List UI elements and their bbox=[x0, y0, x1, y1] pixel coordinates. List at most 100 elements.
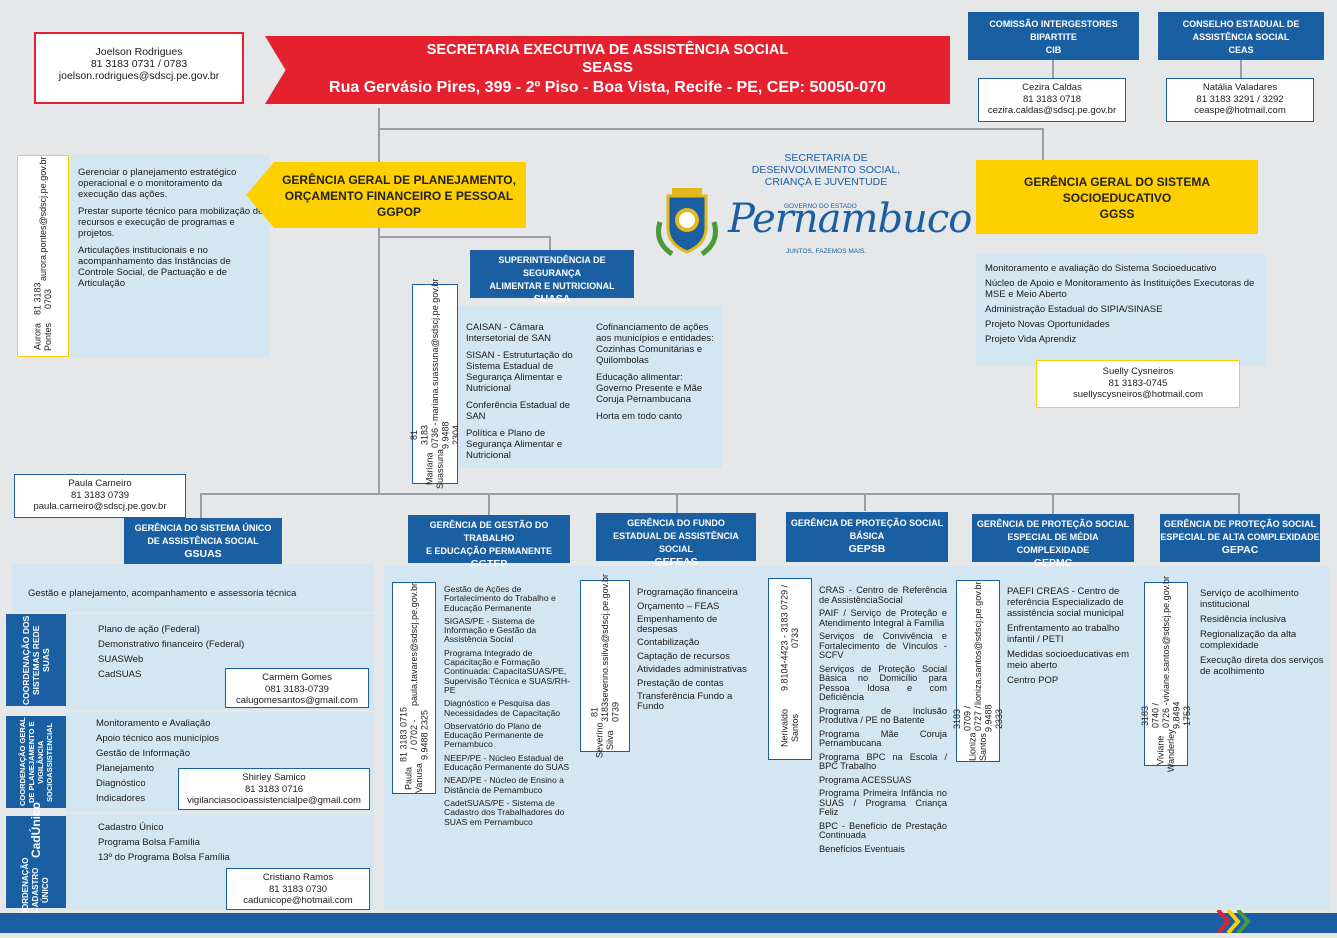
gsuas-summary: Gestão e planejamento, acompanhamento e … bbox=[28, 588, 297, 599]
gepmc-line-1: GERÊNCIA DE PROTEÇÃO SOCIAL bbox=[976, 519, 1130, 529]
contact-phone: 081 3183-0739 bbox=[265, 683, 329, 695]
contact-phone: 81 3183-0745 bbox=[1108, 377, 1168, 389]
seass-header-box: SECRETARIA EXECUTIVA DE ASSISTÊNCIA SOCI… bbox=[265, 36, 950, 104]
gepmc-contact-card: Lioniza Santos 3183 0709 / 0727 / 9.9488… bbox=[952, 580, 1004, 762]
gepmc-item: PAEFI CREAS - Centro de referência Espec… bbox=[1007, 586, 1124, 619]
ceas-abbr: CEAS bbox=[1228, 45, 1254, 55]
gepsb-item: Programa de Inclusão Produtiva / PE no B… bbox=[819, 705, 947, 725]
cib-contact-card: Cezira Caldas 81 3183 0718 cezira.caldas… bbox=[978, 78, 1126, 122]
seass-abbr: SEASS bbox=[582, 59, 633, 76]
suasa-abbr: SUASA bbox=[533, 293, 571, 305]
gepac-item: Serviço de acolhimento institucional bbox=[1200, 588, 1299, 610]
contact-email: viviane.santos@sdscj.pe.gov.br bbox=[1160, 575, 1171, 702]
ggss-box: GERÊNCIA GERAL DO SISTEMA SOCIOEDUCATIVO… bbox=[976, 160, 1258, 234]
gepac-box: GERÊNCIA DE PROTEÇÃO SOCIAL ESPECIAL DE … bbox=[1160, 514, 1320, 562]
contact-phone: 81 3183 0736 - 9.9488 2304 bbox=[408, 421, 461, 450]
gefeas-line-1: GERÊNCIA DO FUNDO bbox=[627, 518, 725, 528]
gsuas-coord-3-label: COORDENAÇÃO CADASTRO ÚNICO CadÚnico bbox=[6, 802, 66, 922]
ceas-title-2: ASSISTÊNCIA SOCIAL bbox=[1192, 32, 1290, 42]
gepac-abbr: GEPAC bbox=[1221, 544, 1259, 556]
gepsb-item: CRAS - Centro de Referência de Assistênc… bbox=[819, 585, 947, 605]
gefeas-box: GERÊNCIA DO FUNDO ESTADUAL DE ASSISTÊNCI… bbox=[596, 513, 756, 568]
gepac-contact-card: Viviane Wanderley 3183 0740 / 0726 - 9.8… bbox=[1140, 576, 1192, 772]
contact-email: severino.ssilva@sdscj.pe.gov.br bbox=[599, 574, 610, 703]
seass-contact-card: Joelson Rodrigues 81 3183 0731 / 0783 jo… bbox=[34, 32, 244, 104]
connector-suasa bbox=[378, 236, 550, 238]
suasa-item: SISAN - Estruturtação do Sistema Estadua… bbox=[466, 350, 573, 394]
gepsb-box: GERÊNCIA DE PROTEÇÃO SOCIAL BÁSICA GEPSB bbox=[786, 512, 948, 562]
coord-item: SUASWeb bbox=[98, 654, 144, 665]
gepsb-line-2: BÁSICA bbox=[849, 531, 885, 541]
contact-email: ceaspe@hotmail.com bbox=[1194, 105, 1286, 116]
gepac-line-2: ESPECIAL DE ALTA COMPLEXIDADE bbox=[1160, 532, 1320, 542]
contact-email: paula.carneiro@sdscj.pe.gov.br bbox=[33, 501, 167, 512]
gepsb-item: Serviços de Convivência e Fortalecimento… bbox=[819, 631, 947, 660]
connector-drop-gepsb bbox=[864, 493, 866, 511]
connector-ceas bbox=[1240, 60, 1242, 78]
gsuas-coord-1-contact: Carmem Gomes 081 3183-0739 calugomesanto… bbox=[225, 668, 369, 708]
contact-email: mariana.suassuna@sdscj.pe.gov.br bbox=[429, 278, 440, 422]
secretaria-logo-text: SECRETARIA DE DESENVOLVIMENTO SOCIAL, CR… bbox=[740, 152, 912, 188]
ggtep-box: GERÊNCIA DE GESTÃO DO TRABALHO E EDUCAÇÃ… bbox=[408, 515, 570, 570]
ggtep-contact-card: Paula Vanusa 81 3183 0715 / 0702 - 9.948… bbox=[392, 582, 436, 794]
contact-email: joelson.rodrigues@sdscj.pe.gov.br bbox=[58, 70, 220, 82]
ggpop-box: GERÊNCIA GERAL DE PLANEJAMENTO, ORÇAMENT… bbox=[246, 162, 526, 228]
contact-email: suellyscysneiros@hotmail.com bbox=[1072, 389, 1204, 400]
ggss-item: Monitoramento e avaliação do Sistema Soc… bbox=[985, 263, 1217, 274]
ggpop-panel: Gerenciar o planejamento estratégico ope… bbox=[70, 155, 270, 357]
contact-name: Viviane Wanderley bbox=[1155, 729, 1177, 773]
gepsb-abbr: GEPSB bbox=[848, 543, 886, 555]
gepsb-item: Benefícios Eventuais bbox=[819, 843, 905, 854]
ggss-abbr: GGSS bbox=[1099, 207, 1135, 221]
ggss-item: Núcleo de Apoio e Monitoramento às Insti… bbox=[985, 278, 1255, 300]
ggpop-line-1: GERÊNCIA GERAL DE PLANEJAMENTO, bbox=[282, 173, 516, 187]
contact-phone: 81 3183 0739 bbox=[589, 702, 621, 723]
coord-item: Planejamento bbox=[96, 763, 155, 774]
ggtep-item: NEAD/PE - Núcleo de Ensino a Distância d… bbox=[444, 775, 564, 795]
gsuas-box: GERÊNCIA DO SISTEMA ÚNICO DE ASSISTÊNCIA… bbox=[124, 518, 282, 564]
gefeas-item: Captação de recursos bbox=[637, 650, 730, 662]
gepsb-item: PAIF / Serviço de Proteção e Atendimento… bbox=[819, 608, 947, 628]
suasa-item: CAISAN - Câmara Intersetorial de SAN bbox=[466, 322, 552, 344]
connector-bottom-horizontal bbox=[200, 493, 1240, 495]
gsuas-line-2: DE ASSISTÊNCIA SOCIAL bbox=[147, 536, 259, 546]
contact-phone: 3183 0709 / 0727 / 9.9488 2333 bbox=[951, 704, 1004, 733]
cib-box: COMISSÃO INTERGESTORES BIPARTITE CIB bbox=[968, 12, 1139, 60]
gefeas-contact-card: Severino Silva 81 3183 0739 severino.ssi… bbox=[580, 574, 630, 758]
ggpop-line-2: ORÇAMENTO FINANCEIRO E PESSOAL bbox=[284, 189, 514, 203]
contact-name: Paula Vanusa bbox=[403, 763, 425, 793]
gefeas-item: Empenhamento de despesas bbox=[637, 614, 718, 635]
coat-of-arms-icon bbox=[650, 182, 724, 260]
gefeas-item: Atividades administrativas bbox=[637, 664, 747, 675]
gsuas-line-1: GERÊNCIA DO SISTEMA ÚNICO bbox=[134, 523, 272, 533]
ggtep-item: Gestão de Ações de Fortalecimento do Tra… bbox=[444, 584, 556, 613]
coord-item: Gestão de Informação bbox=[96, 748, 190, 759]
contact-name: Nerivaldo Santos bbox=[779, 708, 801, 747]
ggss-panel: Monitoramento e avaliação do Sistema Soc… bbox=[976, 254, 1266, 366]
cib-abbr: CIB bbox=[1045, 45, 1062, 55]
ceas-box: CONSELHO ESTADUAL DE ASSISTÊNCIA SOCIAL … bbox=[1158, 12, 1324, 60]
ggss-item: Projeto Novas Oportunidades bbox=[985, 319, 1110, 330]
contact-name: Joelson Rodrigues bbox=[95, 46, 183, 58]
coord-item: Monitoramento e Avaliação bbox=[96, 718, 211, 729]
contact-name: Shirley Samico bbox=[242, 772, 306, 783]
contact-email: vigilanciasocioassistencialpe@gmail.com bbox=[187, 795, 361, 806]
contact-email: cadunicope@hotmail.com bbox=[243, 895, 353, 906]
gepsb-item: BPC - Benefício de Prestação Continuada bbox=[819, 820, 947, 840]
gepsb-item: Programa Primeira Infância no SUAS / Pro… bbox=[819, 788, 947, 817]
coord-item: Apoio técnico aos municípios bbox=[96, 733, 220, 744]
gepsb-item: Programa BPC na Escola / BPC Trabalho bbox=[819, 751, 947, 771]
gepac-item: Residência inclusiva bbox=[1200, 614, 1287, 625]
ggtep-line-2: E EDUCAÇÃO PERMANENTE bbox=[425, 546, 552, 556]
ggss-contact-card: Suelly Cysneiros 81 3183-0745 suellyscys… bbox=[1036, 360, 1240, 408]
connector-drop-gefeas bbox=[676, 493, 678, 513]
contact-name: Cezira Caldas bbox=[1022, 82, 1082, 93]
ggtep-item: Programa Integrado de Capacitação e Form… bbox=[444, 647, 570, 695]
gepmc-item: Enfrentamento ao trabalho infantil / PET… bbox=[1007, 623, 1120, 645]
connector-top-horizontal bbox=[378, 128, 1044, 130]
suasa-line-1: SUPERINTENDÊNCIA DE SEGURANÇA bbox=[498, 255, 606, 278]
seass-title: SECRETARIA EXECUTIVA DE ASSISTÊNCIA SOCI… bbox=[426, 42, 789, 58]
gepsb-item: Serviços de Proteção Social Básica no Do… bbox=[819, 663, 947, 702]
contact-phone: 3183 0740 / 0726 - 9.8494 1753 bbox=[1139, 701, 1192, 730]
contact-phone: 9.8104-4423 - 3183 0729 / 0733 bbox=[779, 584, 801, 691]
